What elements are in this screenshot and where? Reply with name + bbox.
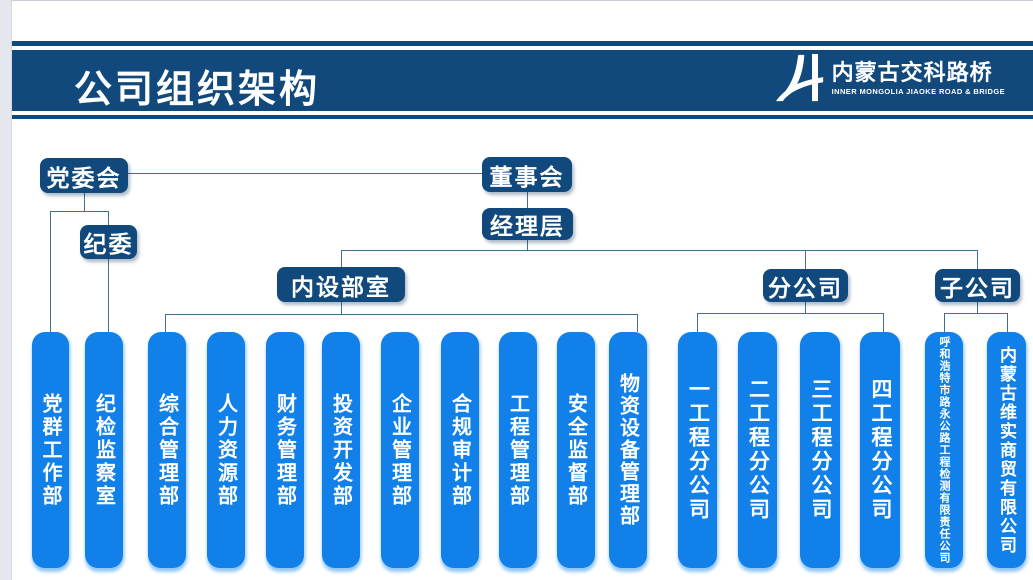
connector	[108, 259, 109, 332]
connector	[697, 313, 883, 314]
pill-hohhot-luyong-testing-company: 呼和浩特市路永公路工程检测有限责任公司	[925, 332, 963, 568]
connector	[108, 211, 109, 225]
pill-label: 四工程分公司	[869, 378, 892, 522]
pill-label: 党群工作部	[39, 392, 61, 508]
header-bar: 公司组织架构 内蒙古交科路桥 INNER MONGOLIA JIAOKE ROA…	[12, 50, 1033, 111]
pill-human-resources-dept: 人力资源部	[207, 332, 245, 568]
company-logo: 内蒙古交科路桥 INNER MONGOLIA JIAOKE ROAD & BRI…	[774, 54, 1005, 102]
top-border	[11, 0, 1033, 1]
pill-compliance-audit-dept: 合规审计部	[441, 332, 479, 568]
connector	[165, 314, 637, 315]
connector	[697, 313, 698, 332]
connector	[805, 302, 806, 313]
pill-materials-equipment-dept: 物资设备管理部	[609, 332, 647, 568]
pill-label: 工程管理部	[506, 392, 529, 508]
logo-company-name-en: INNER MONGOLIA JIAOKE ROAD & BRIDGE	[831, 86, 1005, 96]
node-branch-companies: 分公司	[763, 269, 848, 302]
connector	[165, 314, 166, 332]
pill-party-mass-work-dept: 党群工作部	[32, 332, 69, 568]
node-party-committee: 党委会	[40, 158, 128, 193]
header-bottom-rule	[12, 115, 1033, 119]
pill-label: 综合管理部	[155, 392, 178, 508]
pill-label: 三工程分公司	[809, 378, 832, 522]
pill-label: 人力资源部	[214, 392, 237, 508]
pill-weishi-trading-company: 内蒙古维实商贸有限公司	[987, 332, 1026, 568]
connector	[84, 193, 85, 211]
connector	[977, 250, 978, 269]
connector	[527, 240, 528, 250]
connector	[944, 313, 945, 332]
pill-label: 一工程分公司	[686, 378, 710, 522]
connector	[883, 313, 884, 332]
connector	[50, 211, 51, 332]
pill-engineering-management-dept: 工程管理部	[499, 332, 537, 568]
connector	[637, 314, 638, 332]
connector	[128, 173, 482, 174]
pill-no4-engineering-branch: 四工程分公司	[860, 332, 900, 568]
pill-label: 企业管理部	[388, 392, 411, 508]
connector	[944, 313, 1007, 314]
connector	[50, 211, 108, 212]
pill-label: 财务管理部	[273, 392, 296, 508]
connector	[805, 250, 806, 269]
page-title: 公司组织架构	[74, 69, 321, 111]
header-top-rule	[12, 41, 1033, 46]
pill-label: 物资设备管理部	[616, 373, 639, 527]
pill-label: 安全监督部	[564, 392, 587, 508]
connector	[977, 302, 978, 313]
pill-label: 内蒙古维实商贸有限公司	[997, 345, 1016, 555]
connector	[341, 302, 342, 314]
logo-company-name: 内蒙古交科路桥	[831, 59, 993, 85]
pill-general-management-dept: 综合管理部	[148, 332, 186, 568]
node-management-layer: 经理层	[482, 208, 573, 240]
connector	[1007, 313, 1008, 332]
pill-safety-supervision-dept: 安全监督部	[557, 332, 595, 568]
connector	[341, 250, 977, 251]
pill-label: 纪检监察室	[92, 392, 115, 508]
connector	[341, 250, 342, 267]
pill-label: 二工程分公司	[746, 378, 770, 522]
logo-text: 内蒙古交科路桥 INNER MONGOLIA JIAOKE ROAD & BRI…	[831, 59, 1005, 96]
node-subsidiaries: 子公司	[935, 269, 1020, 302]
left-margin-strip	[0, 0, 12, 580]
connector	[527, 192, 528, 208]
node-internal-departments: 内设部室	[277, 267, 405, 302]
pill-discipline-inspection-office: 纪检监察室	[85, 332, 123, 568]
pill-label: 呼和浩特市路永公路工程检测有限责任公司	[938, 336, 950, 564]
node-board-of-directors: 董事会	[482, 157, 572, 192]
pill-no2-engineering-branch: 二工程分公司	[738, 332, 777, 568]
logo-mark-icon	[775, 54, 823, 102]
pill-label: 合规审计部	[448, 392, 471, 508]
pill-enterprise-management-dept: 企业管理部	[381, 332, 419, 568]
pill-no1-engineering-branch: 一工程分公司	[678, 332, 717, 568]
node-discipline-committee: 纪委	[80, 225, 137, 259]
pill-label: 投资开发部	[329, 392, 352, 508]
pill-no3-engineering-branch: 三工程分公司	[800, 332, 840, 568]
pill-investment-development-dept: 投资开发部	[322, 332, 360, 568]
pill-finance-management-dept: 财务管理部	[266, 332, 304, 568]
